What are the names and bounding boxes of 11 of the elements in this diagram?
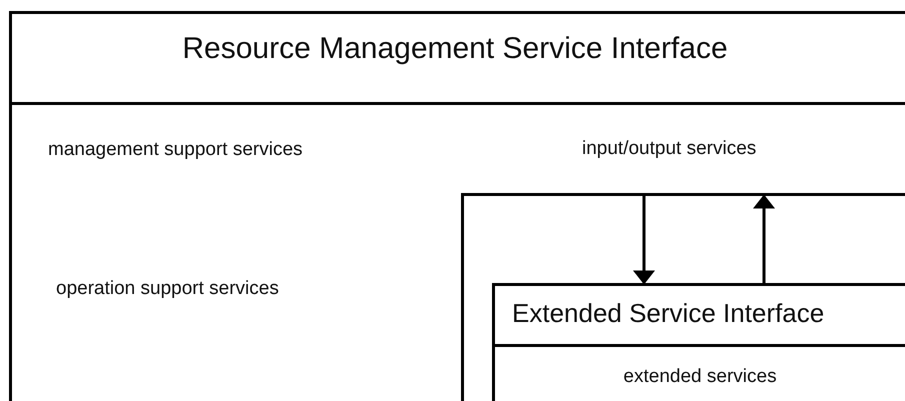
service-label: extended services <box>622 366 778 388</box>
arrow <box>753 194 775 284</box>
extended-interface-box <box>492 283 905 401</box>
arrow <box>633 194 655 284</box>
service-label: management support services <box>48 139 303 161</box>
heading: Extended Service Interface <box>512 299 824 329</box>
heading: Resource Management Service Interface <box>181 32 729 66</box>
service-label: input/output services <box>582 138 756 160</box>
outer-frame <box>9 11 905 401</box>
inner-frame <box>461 193 905 401</box>
service-label: operation support services <box>56 278 279 300</box>
